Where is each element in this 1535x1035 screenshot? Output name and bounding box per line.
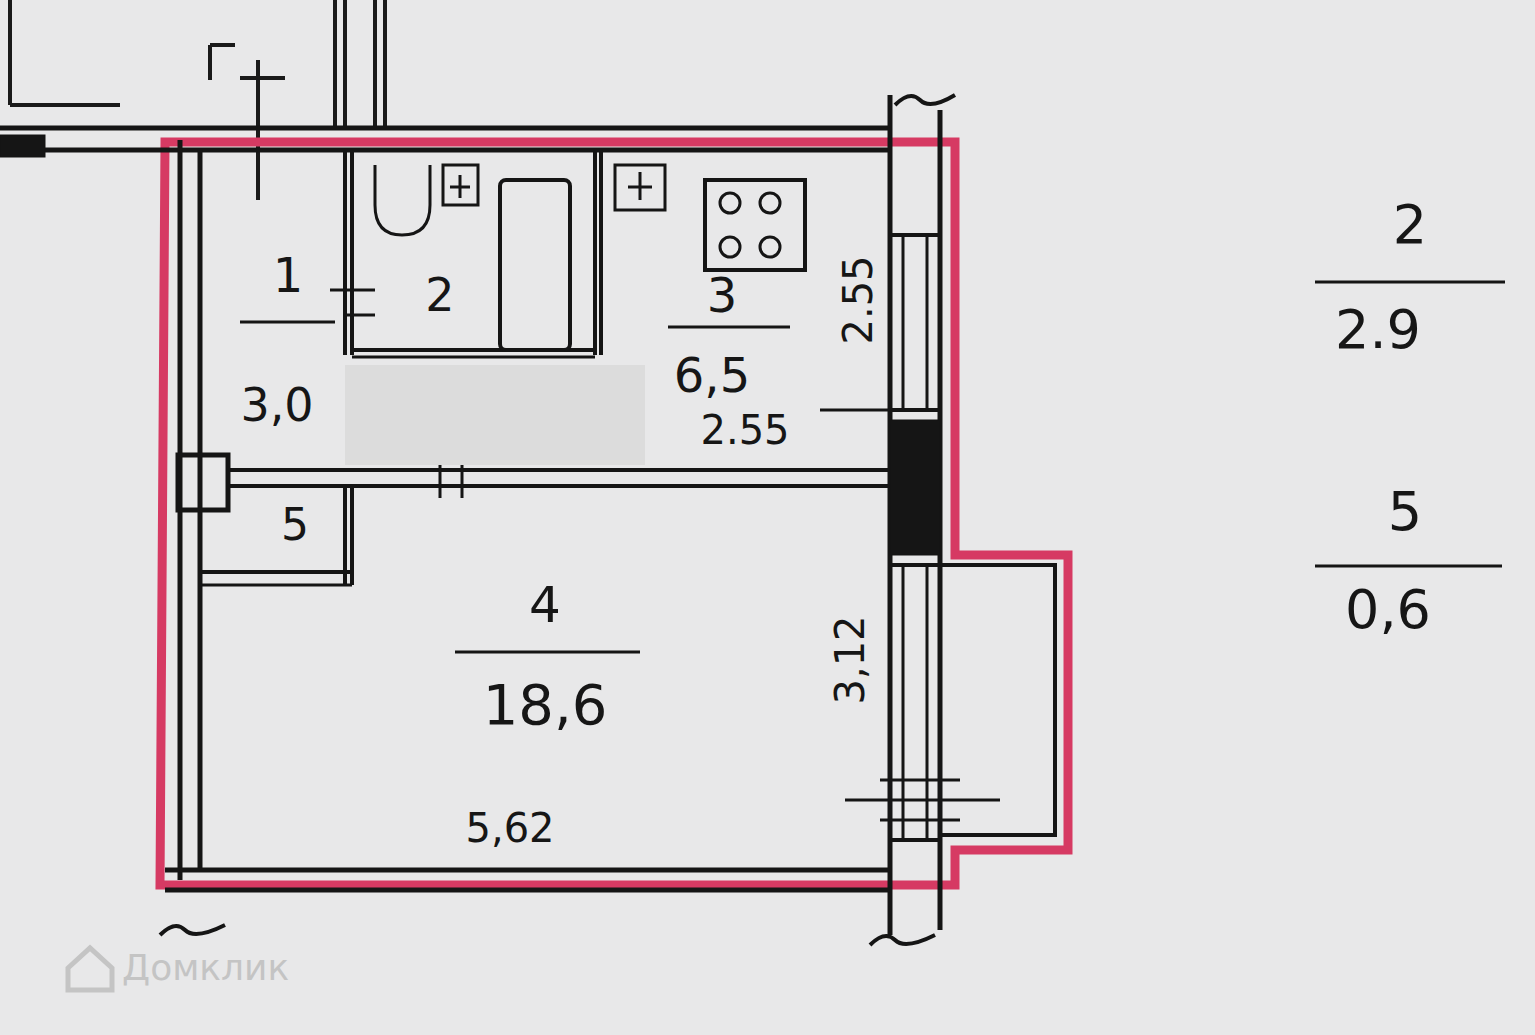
room: 5 <box>232 488 344 570</box>
dimension: 2.55 <box>700 410 789 450</box>
room-area: 3,0 <box>240 382 313 428</box>
room-number: 4 <box>529 580 561 630</box>
room-number: 1 <box>273 251 304 299</box>
room: 3 6,5 2.55 2.55 <box>603 155 888 467</box>
room-number: 2 <box>1393 198 1427 252</box>
dimension: 5,62 <box>465 808 554 848</box>
room-number: 5 <box>1388 485 1422 539</box>
watermark-icon <box>68 948 112 990</box>
watermark: Домклик <box>122 950 289 986</box>
room-area: 0,6 <box>1345 583 1431 637</box>
room-number: 5 <box>281 503 309 547</box>
dimension: 2.55 <box>838 255 878 344</box>
dimension: 3,12 <box>830 615 870 704</box>
room-area: 2.9 <box>1335 303 1421 357</box>
room-number: 3 <box>707 271 738 319</box>
room: 4 18,6 5,62 3,12 <box>202 488 888 868</box>
room-number: 2 <box>425 272 454 318</box>
room: 13,0 <box>205 155 343 465</box>
room-area: 18,6 <box>483 677 608 733</box>
room: 2 <box>354 155 594 348</box>
room-area: 6,5 <box>674 351 750 399</box>
